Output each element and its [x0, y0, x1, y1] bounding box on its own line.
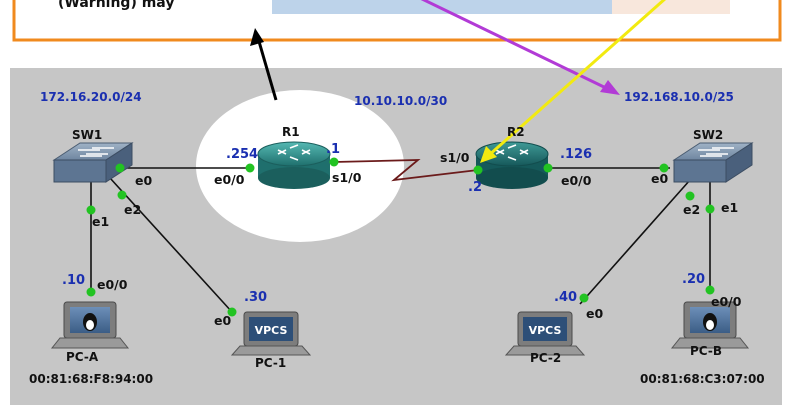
port-dot: [579, 293, 589, 303]
device-name-pcb: PC-B: [690, 344, 722, 358]
device-name-sw1: SW1: [72, 128, 102, 142]
port-dot: [473, 165, 483, 175]
link-sw1-pc1: [109, 177, 233, 313]
router-r2[interactable]: [475, 141, 549, 189]
pc-2[interactable]: VPCS: [504, 311, 586, 356]
port-dot: [86, 287, 96, 297]
callout-box: (Warning) may: [12, 0, 782, 42]
if-pc2: e0: [586, 306, 603, 321]
if-r1-e0: e0/0: [214, 172, 245, 187]
device-name-pca: PC-A: [66, 350, 99, 364]
port-dot: [705, 285, 715, 295]
vpcs-badge: VPCS: [255, 324, 288, 337]
ip-r2-s1: .2: [468, 180, 482, 195]
device-name-pc2: PC-2: [530, 351, 561, 365]
pc-1[interactable]: VPCS: [230, 311, 312, 356]
pc-a[interactable]: [50, 301, 130, 349]
if-sw2-e2: e2: [683, 202, 700, 217]
if-pcb: e0/0: [711, 294, 742, 309]
links: [90, 167, 711, 313]
vpcs-badge: VPCS: [529, 324, 562, 337]
if-r2-e0: e0/0: [561, 173, 592, 188]
if-sw2-e1: e1: [721, 200, 738, 215]
arrow-black: [250, 28, 278, 101]
device-name-sw2: SW2: [693, 128, 723, 142]
ip-r1-e0: .254: [226, 147, 258, 162]
serial-link-r1-r2: [333, 159, 479, 182]
device-name-r2: R2: [507, 125, 525, 139]
if-sw2-e0: e0: [651, 171, 668, 186]
port-dot: [705, 204, 715, 214]
mac-pca: 00:81:68:F8:94:00: [29, 372, 153, 386]
router-r1[interactable]: [257, 141, 331, 189]
port-dot: [543, 163, 553, 173]
callout-highlight-bar-2: [612, 0, 730, 14]
arrow-yellow: [480, 0, 667, 163]
if-sw1-e2: e2: [124, 202, 141, 217]
ip-pcb: .20: [682, 272, 705, 287]
port-dot: [117, 190, 127, 200]
network-label-wan: 10.10.10.0/30: [354, 94, 447, 108]
if-pca: e0/0: [97, 277, 128, 292]
if-sw1-e1: e1: [92, 214, 109, 229]
network-label-lan1: 172.16.20.0/24: [40, 90, 142, 104]
port-dot: [685, 191, 695, 201]
ip-pc1: .30: [244, 290, 267, 305]
port-dot: [659, 163, 669, 173]
port-dot: [115, 163, 125, 173]
device-name-r1: R1: [282, 125, 300, 139]
if-r2-s1: s1/0: [440, 150, 470, 165]
ip-pca: .10: [62, 273, 85, 288]
switch-sw2[interactable]: [672, 142, 754, 183]
link-sw2-pc2: [579, 179, 691, 305]
if-pc1: e0: [214, 313, 231, 328]
canvas-background: [10, 68, 782, 405]
switch-sw1[interactable]: [52, 142, 134, 183]
port-dots: [86, 157, 715, 317]
pc-b[interactable]: [670, 301, 750, 349]
if-sw1-e0: e0: [135, 173, 152, 188]
if-r1-s1: s1/0: [332, 170, 362, 185]
device-name-pc1: PC-1: [255, 356, 286, 370]
ip-r1-s1: .1: [326, 142, 340, 157]
port-dot: [86, 205, 96, 215]
callout-text: (Warning) may: [58, 0, 174, 11]
arrow-purple: [420, 0, 620, 95]
port-dot: [245, 163, 255, 173]
network-label-lan2: 192.168.10.0/25: [624, 90, 734, 104]
port-dot: [329, 157, 339, 167]
ip-r2-e0: .126: [560, 147, 592, 162]
ip-pc2: .40: [554, 290, 577, 305]
mac-pcb: 00:81:68:C3:07:00: [640, 372, 765, 386]
port-dot: [227, 307, 237, 317]
